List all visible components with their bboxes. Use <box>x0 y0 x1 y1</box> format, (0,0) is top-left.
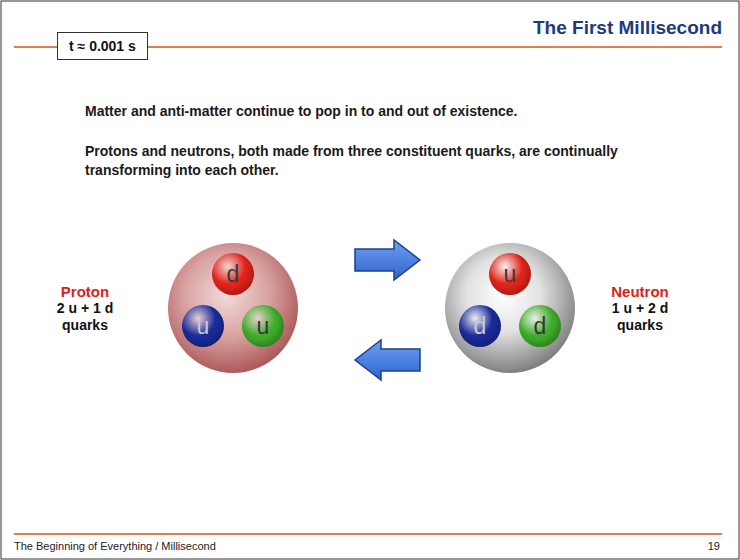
body-text: Protons and neutrons, both made from thr… <box>85 142 655 180</box>
quark-ball: u <box>182 305 224 347</box>
page-number: 19 <box>708 540 720 552</box>
quark-letter: d <box>227 263 240 286</box>
block-arrow <box>355 240 420 280</box>
quark-letter: d <box>474 315 487 338</box>
quark-ball: d <box>519 305 561 347</box>
neutron-sphere: Neutron1 u + 2 d quarksudd <box>445 243 575 373</box>
quark-ball: d <box>459 305 501 347</box>
block-arrow <box>355 340 420 380</box>
footer-text: The Beginning of Everything / Millisecon… <box>14 540 216 552</box>
slide-title: The First Millisecond <box>533 17 722 39</box>
quark-ball: u <box>489 253 531 295</box>
quark-ball: u <box>242 305 284 347</box>
quark-letter: u <box>197 315 210 338</box>
quark-content: 2 u + 1 d quarks <box>48 300 122 334</box>
quark-letter: d <box>534 315 547 338</box>
particle-name: Proton <box>48 283 122 300</box>
body-text: Matter and anti-matter continue to pop i… <box>85 102 645 121</box>
quark-letter: u <box>257 315 270 338</box>
quark-letter: u <box>504 263 517 286</box>
proton-sphere: Proton2 u + 1 d quarksduu <box>168 243 298 373</box>
particle-name: Neutron <box>603 283 677 300</box>
footer-rule <box>14 533 722 535</box>
time-label: t ≈ 0.001 s <box>69 38 136 54</box>
particle-label: Proton2 u + 1 d quarks <box>48 283 122 334</box>
particle-label: Neutron1 u + 2 d quarks <box>603 283 677 334</box>
quark-ball: d <box>212 253 254 295</box>
quark-content: 1 u + 2 d quarks <box>603 300 677 334</box>
time-box: t ≈ 0.001 s <box>57 32 148 60</box>
